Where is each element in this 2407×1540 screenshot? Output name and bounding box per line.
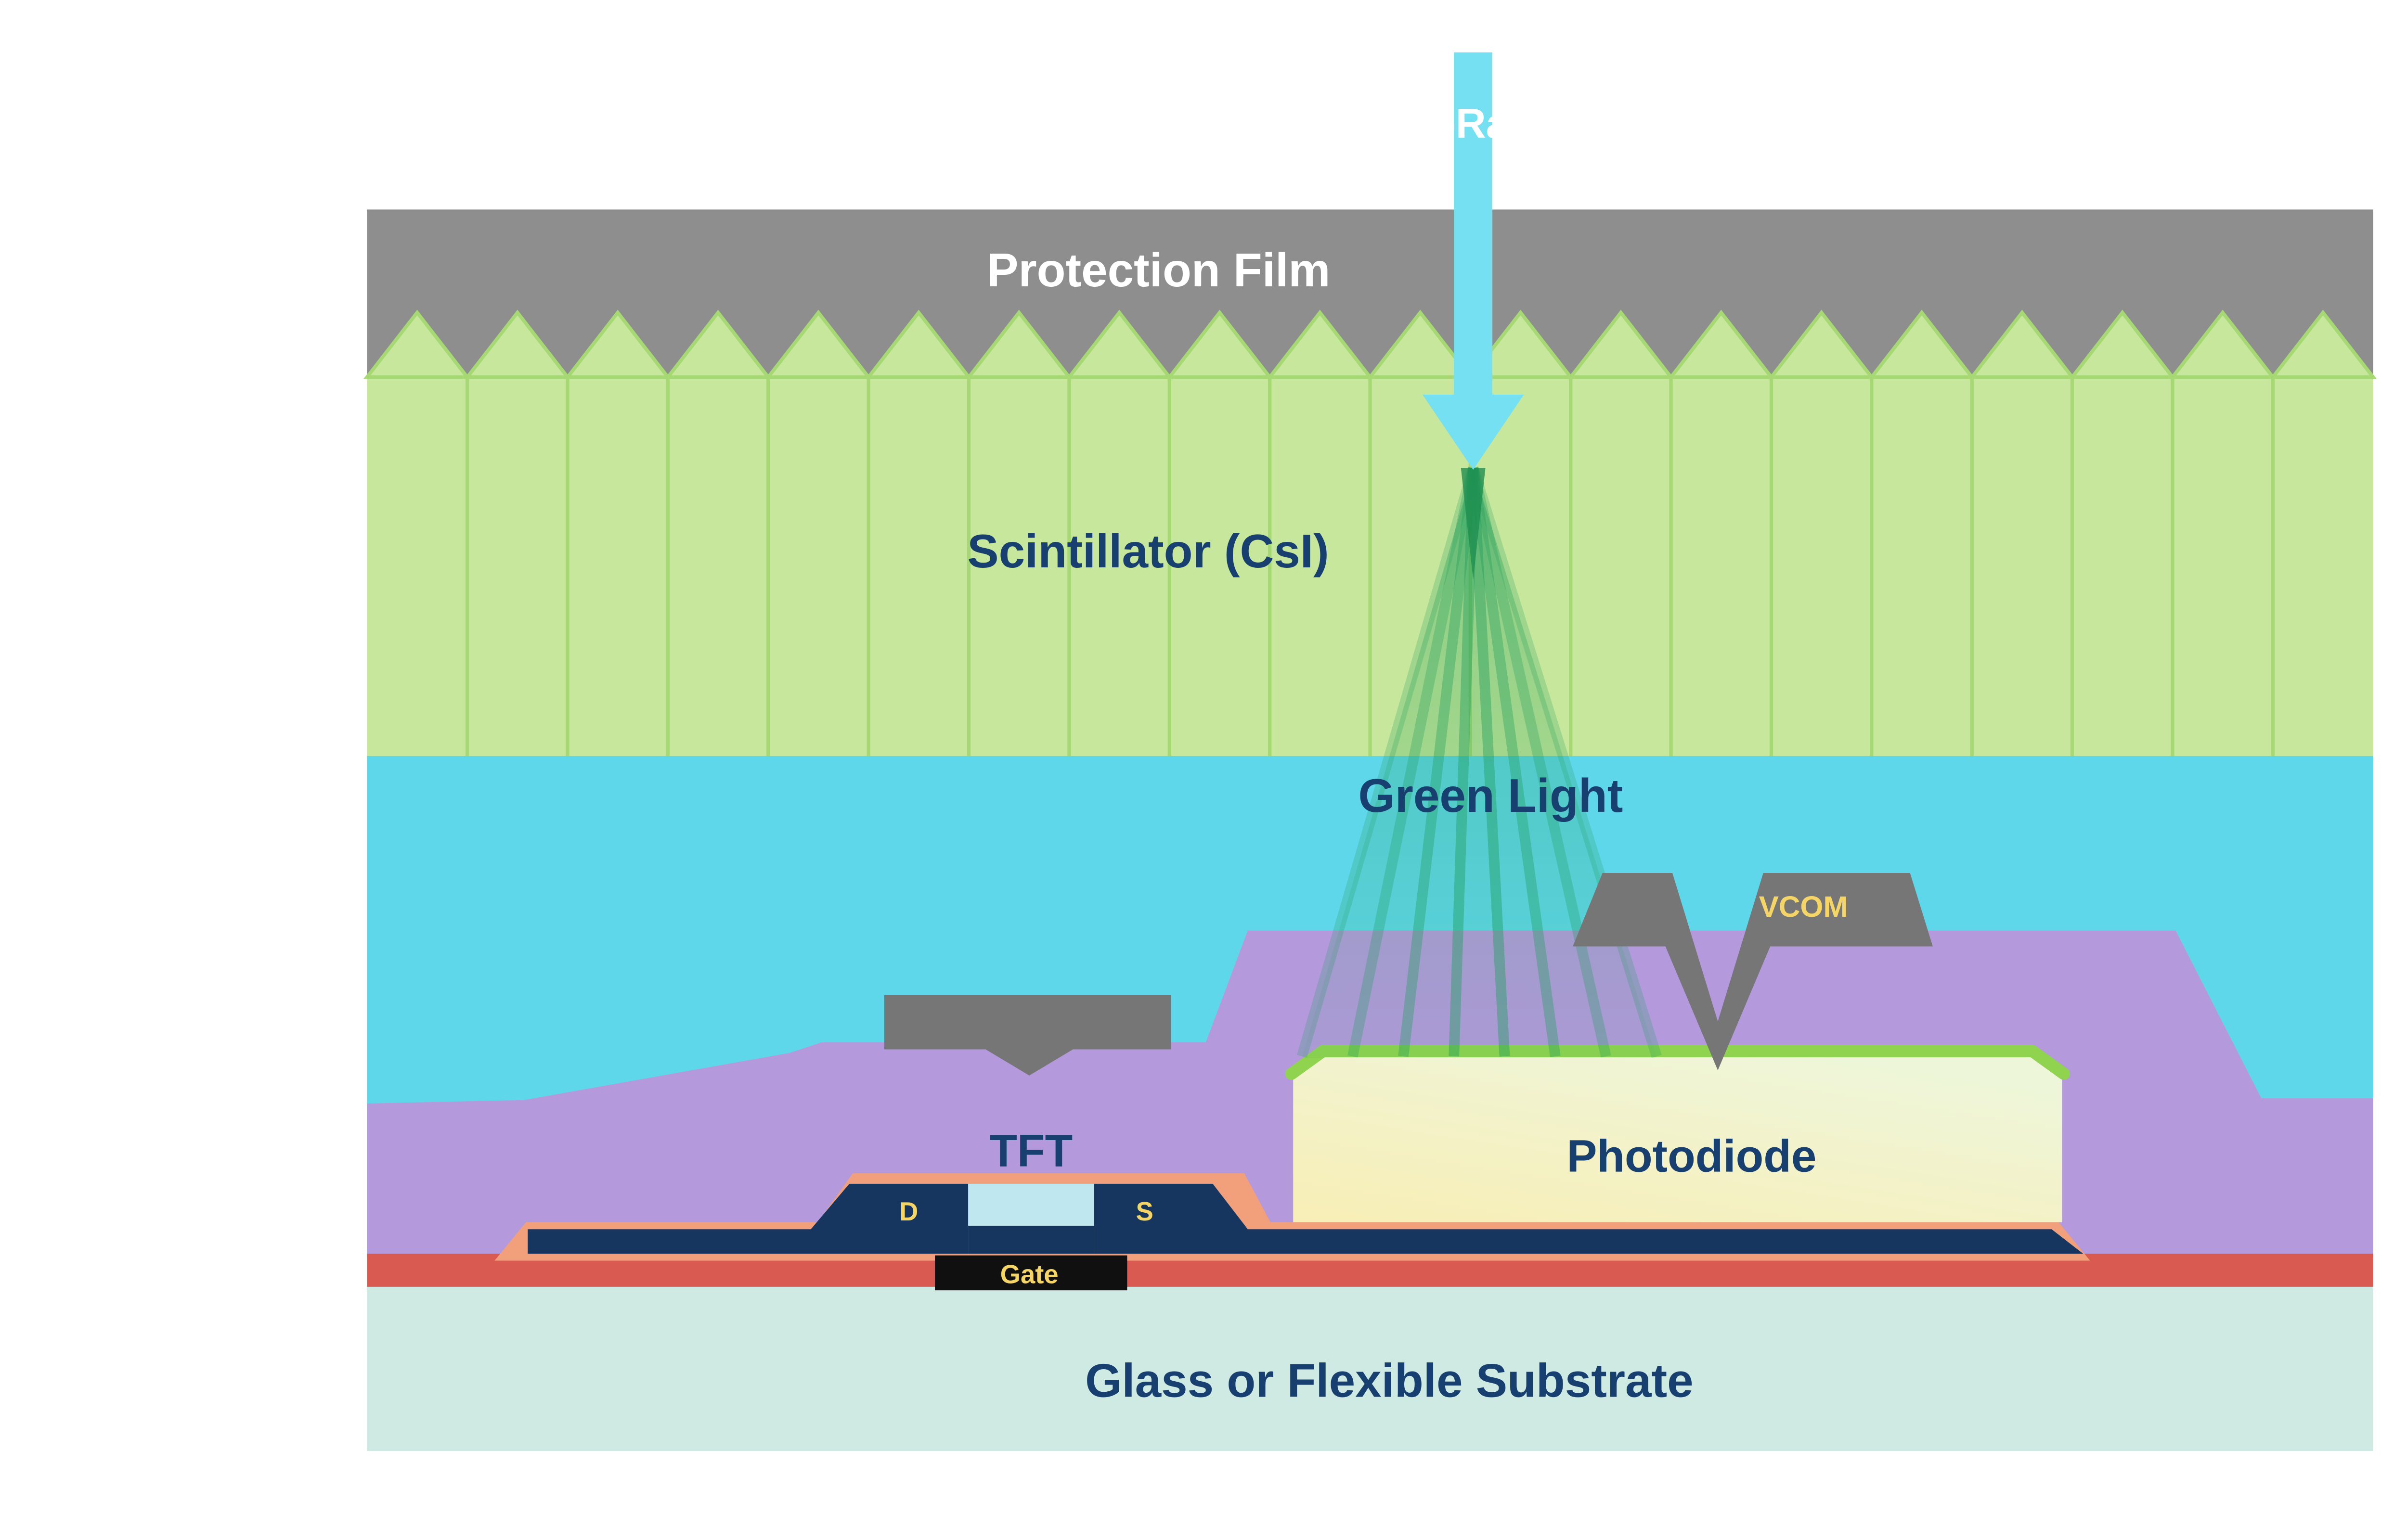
left-electrode [884, 995, 1171, 1076]
scintillator-column-peak [2069, 309, 2176, 379]
source-metal [1094, 1183, 2083, 1254]
scintillator-label: Scintillator (CsI) [967, 525, 1329, 578]
scintillator-column-peak [1165, 309, 1274, 379]
xray-arrow-head [1422, 394, 1524, 470]
scintillator-column-peak [464, 309, 571, 379]
green-light-core [1461, 468, 1486, 580]
scintillator-column-peak [764, 309, 872, 379]
green-light-ray [1468, 466, 1662, 1058]
gate-metal [935, 1255, 1127, 1291]
green-light-ray [1296, 466, 1478, 1058]
scintillator-column-peak [2269, 309, 2377, 379]
scintillator-column-peak [1466, 309, 1575, 379]
scintillator-column-peak [564, 309, 672, 379]
substrate-layer [367, 1286, 2373, 1451]
green-light-label: Green Light [1359, 769, 1623, 822]
xray-label: X-Ray [1414, 101, 1533, 147]
scintillator-column-peak [2169, 309, 2277, 379]
tft-semiconductor [968, 1225, 1094, 1254]
scintillator-column-peak [1567, 309, 1675, 379]
green-light-ray [1468, 466, 1611, 1058]
scintillator-column-peak [1065, 309, 1173, 379]
scintillator-column-peak [965, 309, 1073, 379]
scintillator-column-peak [1266, 309, 1374, 379]
vcom-electrode [1573, 873, 1933, 1071]
green-light-ray [1347, 467, 1478, 1058]
protection-film-label: Protection Film [987, 244, 1330, 296]
scintillator-column-peak [1968, 309, 2076, 379]
scintillator-column-peak [363, 309, 471, 379]
green-light-ray [1449, 467, 1479, 1057]
scintillator-column-peak [865, 309, 972, 379]
green-light-ray [1468, 467, 1510, 1057]
substrate-label: Glass or Flexible Substrate [1085, 1354, 1694, 1407]
scintillator-column-peak [664, 309, 772, 379]
photodiode-body [1293, 1049, 2062, 1222]
tft-label: TFT [989, 1126, 1073, 1176]
scintillator-column-peak [1868, 309, 1976, 379]
scintillator-columns [363, 309, 2377, 756]
gate-label: Gate [1000, 1260, 1059, 1289]
green-light-ray [1468, 467, 1561, 1057]
vcom-label: VCOM [1759, 890, 1848, 924]
protection-film-layer [367, 209, 2373, 377]
green-light-rays [1296, 466, 1662, 1058]
scintillator-column-peak [1667, 309, 1775, 379]
photodiode-label: Photodiode [1566, 1130, 1816, 1181]
green-light-ray [1398, 467, 1478, 1057]
drain-label: D [899, 1197, 918, 1226]
scintillator-column-peak [1768, 309, 1876, 379]
drain-metal [528, 1183, 969, 1254]
photodiode-top-contact [1285, 1045, 2070, 1080]
source-label: S [1136, 1197, 1153, 1226]
tft-channel-gap [968, 1183, 1094, 1226]
scintillator-column-peak [1366, 309, 1474, 379]
green-light-fan [1302, 468, 1657, 1058]
xray-arrow-shaft [1454, 52, 1493, 395]
